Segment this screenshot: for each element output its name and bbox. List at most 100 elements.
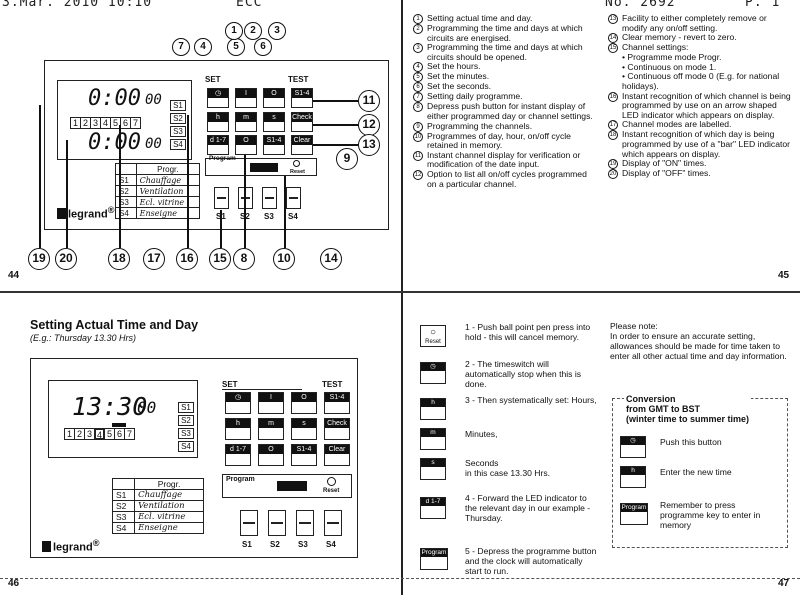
callout-8: 8 — [233, 248, 255, 270]
callout-5: 5 — [227, 38, 245, 56]
callout-18: 18 — [108, 248, 130, 270]
switch-s4[interactable] — [324, 510, 342, 536]
hours-step-icon: h — [420, 398, 446, 420]
prog-s4-value: Enseigne — [134, 522, 204, 534]
page-divider-vertical — [401, 0, 403, 595]
program-step-icon: Program — [420, 548, 448, 570]
channel-s1-4-button[interactable]: S1-4 — [263, 135, 285, 155]
switch-label-s4: S4 — [288, 212, 298, 221]
check-button[interactable]: Check — [324, 418, 350, 440]
reset-button[interactable] — [293, 160, 300, 167]
clear-button[interactable]: Clear — [324, 444, 350, 466]
switch-label-s4: S4 — [326, 540, 336, 549]
switch-s2[interactable] — [268, 510, 286, 536]
switch-label-s3: S3 — [264, 212, 274, 221]
section-title: Setting Actual Time and Day — [30, 318, 199, 332]
lcd-display-example — [48, 380, 198, 458]
reset-button[interactable] — [327, 477, 336, 486]
leader-line — [313, 124, 358, 126]
minutes-button[interactable]: m — [258, 418, 284, 440]
callout-16: 16 — [176, 248, 198, 270]
prog-s1-value: Chauffage — [135, 174, 201, 186]
seconds-button[interactable]: s — [291, 418, 317, 440]
switch-s1[interactable] — [214, 187, 229, 209]
callout-17: 17 — [143, 248, 165, 270]
page-number-47: 47 — [778, 578, 790, 589]
channel-s1-4-button[interactable]: S1-4 — [291, 444, 317, 466]
channel-s3: S3 — [170, 126, 186, 137]
off-time-seconds: 00 — [145, 136, 162, 152]
prog-s3: S3 — [111, 511, 136, 523]
step-3-minutes-text: Minutes, — [465, 429, 498, 439]
callout-10: 10 — [273, 248, 295, 270]
on-time-seconds: 00 — [145, 92, 162, 108]
channel-s4: S4 — [178, 441, 194, 452]
callout-19: 19 — [28, 248, 50, 270]
clock-button[interactable]: ◷ — [225, 392, 251, 414]
channel-off-button[interactable]: O — [258, 444, 284, 466]
day-bar-indicator — [112, 423, 126, 427]
off-button[interactable]: O — [263, 88, 285, 108]
clock-button[interactable]: ◷ — [207, 88, 229, 108]
switch-s4[interactable] — [286, 187, 301, 209]
test-group-label: TEST — [322, 380, 343, 389]
switch-s3[interactable] — [296, 510, 314, 536]
callout-15: 15 — [209, 248, 231, 270]
switch-s3[interactable] — [262, 187, 277, 209]
leader-line — [313, 100, 358, 102]
minutes-button[interactable]: m — [235, 112, 257, 132]
legend-sub-item: • Continuous on mode 1. — [622, 61, 717, 72]
step-3-seconds-text: Seconds in this case 13.30 Hrs. — [465, 458, 551, 478]
check-button[interactable]: Check — [291, 112, 313, 132]
seconds-button[interactable]: s — [263, 112, 285, 132]
program-step-icon: Program — [620, 503, 648, 525]
off-time-digits: 0:00 — [88, 130, 141, 155]
hours-step-icon: h — [620, 466, 646, 488]
test-s1-4-button[interactable]: S1-4 — [291, 88, 313, 108]
program-button[interactable] — [250, 163, 278, 172]
fax-date: 3.Mar. 2010 10:10 — [2, 0, 153, 10]
seconds-step-icon: s — [420, 458, 446, 480]
example-time-digits: 13:30 — [72, 392, 148, 421]
channel-off-button[interactable]: O — [235, 135, 257, 155]
on-button[interactable]: I — [235, 88, 257, 108]
leader-line — [313, 144, 358, 146]
legend-sub-item: • Continuous off mode 0 (E.g. for nation… — [622, 71, 780, 91]
switch-label-s3: S3 — [298, 540, 308, 549]
day-button[interactable]: d 1-7 — [225, 444, 251, 466]
hours-button[interactable]: h — [225, 418, 251, 440]
step-4-text: 4 - Forward the LED indicator to the rel… — [465, 493, 591, 523]
switch-s1[interactable] — [240, 510, 258, 536]
on-button[interactable]: I — [258, 392, 284, 414]
note-text: In order to ensure an accurate setting, … — [610, 331, 787, 361]
legend-sub-item: • Programme mode Progr. — [622, 52, 722, 63]
callout-11: 11 — [358, 90, 380, 112]
set-group-label: SET — [205, 75, 221, 84]
clear-button[interactable]: Clear — [291, 135, 313, 155]
callout-6: 6 — [254, 38, 272, 56]
callout-3: 3 — [268, 22, 286, 40]
test-s1-4-button[interactable]: S1-4 — [324, 392, 350, 414]
reset-step-icon: ○Reset — [420, 325, 446, 347]
channel-labels: S1 S2 S3 S4 — [170, 100, 186, 150]
day-button[interactable]: d 1-7 — [207, 135, 229, 155]
hours-button[interactable]: h — [207, 112, 229, 132]
prog-s4-value: Enseigne — [135, 207, 201, 219]
off-button[interactable]: O — [291, 392, 317, 414]
program-button[interactable] — [277, 481, 307, 491]
program-label: Program — [209, 155, 236, 162]
fax-id: ECC — [236, 0, 263, 10]
channel-s4: S4 — [170, 139, 186, 150]
fax-page: P. 1 — [745, 0, 781, 10]
leader-line — [119, 125, 121, 248]
example-day-row: 1 2 3 4 5 6 7 — [64, 428, 135, 440]
on-time-digits: 0:00 — [88, 86, 141, 111]
